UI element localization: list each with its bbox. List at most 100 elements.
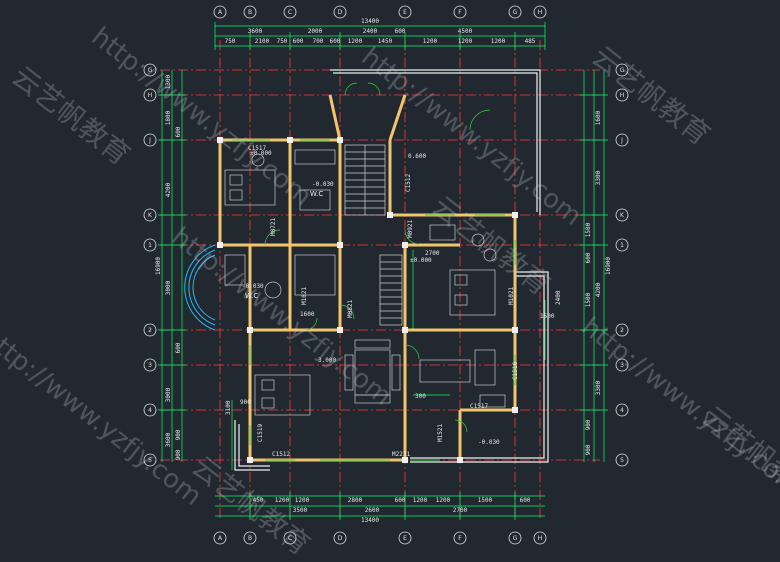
axis-bubble — [508, 5, 522, 19]
axis-bubble — [533, 5, 547, 19]
axis-bubble — [453, 5, 467, 19]
dim-bottom-total: 13400 — [361, 517, 379, 524]
staircase — [344, 144, 403, 326]
dim-bottom2-2: 1200 — [275, 497, 290, 504]
axis-label: G — [620, 67, 625, 74]
axis-label: 5 — [148, 457, 152, 464]
dim-left-2: 1800 — [165, 110, 172, 125]
axis-bubble — [213, 531, 227, 545]
axis-bubble — [143, 403, 157, 417]
room-labels: W.C W.C -0.030 ±0.000 -0.030 0.600 3.000… — [242, 150, 500, 446]
level-b: ±0.000 — [250, 150, 272, 157]
dim-top2-2: 2100 — [255, 38, 270, 45]
dim-top2-10: 1200 — [458, 38, 473, 45]
dim-left-8: 900 — [175, 429, 182, 440]
window-code: C1512 — [405, 174, 412, 192]
window-code: C1516 — [512, 362, 519, 380]
dim-right-7: 3300 — [595, 380, 602, 395]
axis-bubble — [615, 323, 629, 337]
axis-label: E — [403, 9, 407, 16]
dim-bottom-1: 3500 — [293, 507, 308, 514]
axis-bubble — [615, 453, 629, 467]
axis-bubble — [615, 208, 629, 222]
window-codes: C1517 C1517 C1512 M1021 M1021 M2221 M152… — [248, 145, 519, 458]
axis-bubble — [143, 133, 157, 147]
axis-bubble — [398, 531, 412, 545]
axis-label: C — [288, 535, 292, 542]
dim-top-total: 13400 — [361, 18, 379, 25]
level-f: ±0.000 — [410, 257, 432, 264]
window-code: C1517 — [470, 403, 488, 410]
window-code: M1521 — [437, 424, 444, 442]
window-code: C1519 — [257, 424, 264, 442]
axis-label: 2 — [148, 327, 152, 334]
level-c: -0.030 — [242, 283, 264, 290]
dim-right-5: 1500 — [585, 292, 592, 307]
dim-right-2: 3300 — [595, 170, 602, 185]
axis-bubble — [213, 5, 227, 19]
axis-label: K — [620, 212, 625, 219]
room-label-wc-upper: W.C — [310, 190, 323, 198]
axis-label: G — [148, 67, 153, 74]
dim-right-3: 1500 — [585, 222, 592, 237]
watermarks: http://www.yzfjy.com http://www.yzfjy.co… — [0, 22, 780, 562]
axis-bubble — [333, 531, 347, 545]
axis-label: H — [148, 92, 153, 99]
axis-label: 1 — [148, 242, 152, 249]
dim-bottom2-6: 1200 — [413, 497, 428, 504]
axis-label: G — [513, 535, 518, 542]
building-outline — [234, 69, 549, 471]
axis-label: 3 — [148, 362, 152, 369]
dim-inner-5: 900 — [240, 399, 251, 406]
axis-label: H — [620, 92, 625, 99]
axis-label: J — [148, 137, 151, 144]
axis-bubble — [615, 238, 629, 252]
axis-label: E — [403, 535, 407, 542]
axis-bubble — [615, 88, 629, 102]
dim-bottom2-9: 600 — [520, 497, 531, 504]
dim-right-6: 4200 — [595, 282, 602, 297]
dim-right-9: 900 — [585, 444, 592, 455]
axis-bubble — [333, 5, 347, 19]
axis-bubble — [283, 531, 297, 545]
watermark-url: http://www.yzfjy.com — [86, 22, 317, 212]
axis-bubble — [243, 531, 257, 545]
axis-bubble — [143, 323, 157, 337]
window-code: M2221 — [392, 451, 410, 458]
axis-label: A — [218, 9, 223, 16]
dimension-lines — [158, 22, 608, 520]
watermark-brand: 云艺帆教育 — [6, 60, 137, 172]
axis-bubble — [143, 358, 157, 372]
axis-bubble — [283, 5, 297, 19]
window-code: C1512 — [272, 451, 290, 458]
room-label-wc-lower: W.C — [245, 292, 258, 300]
dim-left-9: 3600 — [165, 432, 172, 447]
axis-bubble — [243, 5, 257, 19]
axis-bubble — [508, 531, 522, 545]
axis-label: B — [248, 535, 252, 542]
dimension-texts: 13400 3600 2000 2400 600 4500 750 2100 7… — [155, 18, 612, 524]
dim-left-10: 900 — [175, 449, 182, 460]
dim-bottom2-5: 600 — [395, 497, 406, 504]
axis-label: F — [458, 9, 462, 16]
axis-label: K — [148, 212, 153, 219]
dim-inner-3: 2700 — [425, 250, 440, 257]
dim-right-4: 600 — [585, 252, 592, 263]
watermark-url: http://www.yzfjy.com — [166, 222, 397, 412]
bay-window-arc — [184, 244, 216, 331]
dim-top2-7: 1200 — [348, 38, 363, 45]
window-code: M0921 — [407, 220, 414, 238]
dim-top2-5: 700 — [313, 38, 324, 45]
axis-label: D — [338, 535, 343, 542]
axis-bubble — [143, 453, 157, 467]
window-code: C1517 — [248, 145, 266, 152]
dim-left-1: 1300 — [165, 74, 172, 89]
dim-right-1: 1600 — [595, 110, 602, 125]
dim-bottom2-3: 1200 — [295, 497, 310, 504]
dim-right-total: 16900 — [605, 257, 612, 275]
axis-label: A — [218, 535, 223, 542]
level-d: 0.600 — [408, 153, 426, 160]
